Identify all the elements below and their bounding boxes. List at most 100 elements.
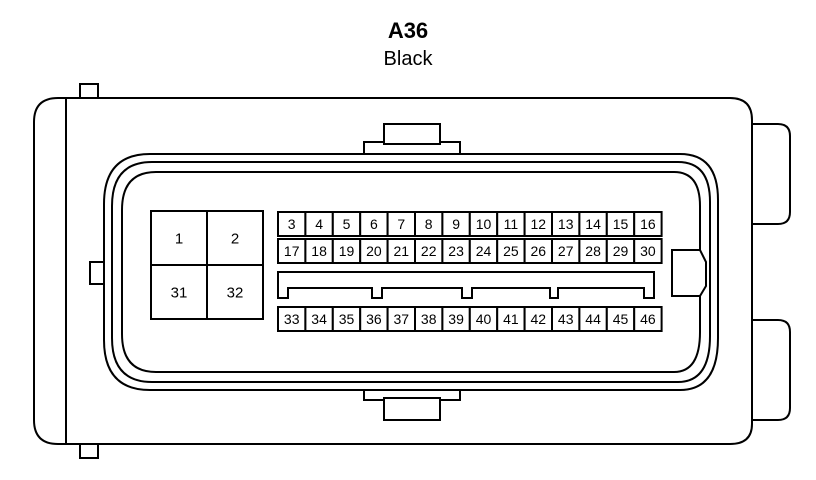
cavity-number: 14 bbox=[585, 216, 601, 232]
cavity-15: 15 bbox=[605, 211, 636, 237]
cavity-16: 16 bbox=[633, 211, 663, 237]
cavity-number: 28 bbox=[585, 243, 601, 259]
cavity-44: 44 bbox=[578, 306, 608, 332]
cavity-number: 27 bbox=[558, 243, 574, 259]
cavity-number: 33 bbox=[284, 311, 300, 327]
top-lock-tab bbox=[383, 123, 441, 145]
cavity-number: 26 bbox=[531, 243, 547, 259]
cavity-number: 39 bbox=[448, 311, 464, 327]
cavity-number: 8 bbox=[425, 216, 433, 232]
cavity-number: 24 bbox=[476, 243, 492, 259]
cavity-24: 24 bbox=[468, 238, 499, 264]
cavity-32: 32 bbox=[206, 264, 264, 320]
cavity-11: 11 bbox=[496, 211, 526, 237]
cavity-30: 30 bbox=[633, 238, 663, 264]
cavity-20: 20 bbox=[359, 238, 389, 264]
cavity-number: 15 bbox=[613, 216, 629, 232]
cavity-26: 26 bbox=[523, 238, 553, 264]
cavity-29: 29 bbox=[605, 238, 636, 264]
cavity-12: 12 bbox=[523, 211, 553, 237]
cavity-45: 45 bbox=[605, 306, 636, 332]
cavity-25: 25 bbox=[496, 238, 526, 264]
cavity-8: 8 bbox=[414, 211, 444, 237]
cavity-42: 42 bbox=[523, 306, 553, 332]
cavity-number: 29 bbox=[613, 243, 629, 259]
cavity-36: 36 bbox=[359, 306, 389, 332]
cavity-number: 13 bbox=[558, 216, 574, 232]
connector-id: A36 bbox=[387, 18, 429, 43]
cavity-9: 9 bbox=[441, 211, 471, 237]
cavity-number: 25 bbox=[503, 243, 519, 259]
cavity-number: 36 bbox=[366, 311, 382, 327]
cavity-number: 44 bbox=[585, 311, 601, 327]
right-tab-bottom bbox=[752, 319, 791, 421]
connector-color: Black bbox=[383, 48, 433, 70]
cavity-33: 33 bbox=[277, 306, 307, 332]
shroud-middle bbox=[111, 161, 711, 383]
cavity-18: 18 bbox=[304, 238, 334, 264]
cavity-37: 37 bbox=[386, 306, 417, 332]
cavity-number: 10 bbox=[476, 216, 492, 232]
cavity-4: 4 bbox=[304, 211, 334, 237]
cavity-number: 7 bbox=[397, 216, 405, 232]
cavity-number: 31 bbox=[171, 284, 188, 301]
cavity-19: 19 bbox=[331, 238, 362, 264]
cavity-28: 28 bbox=[578, 238, 608, 264]
cavity-number: 9 bbox=[452, 216, 460, 232]
cavity-number: 34 bbox=[311, 311, 327, 327]
left-side-peg bbox=[89, 261, 105, 285]
cavity-14: 14 bbox=[578, 211, 608, 237]
cavity-number: 45 bbox=[613, 311, 629, 327]
cavity-41: 41 bbox=[496, 306, 526, 332]
cavity-number: 35 bbox=[339, 311, 355, 327]
cavity-40: 40 bbox=[468, 306, 499, 332]
cavity-number: 43 bbox=[558, 311, 574, 327]
cavity-number: 12 bbox=[531, 216, 547, 232]
cavity-17: 17 bbox=[277, 238, 307, 264]
shroud-inner bbox=[121, 171, 701, 373]
cavity-number: 3 bbox=[288, 216, 296, 232]
cavity-27: 27 bbox=[551, 238, 581, 264]
cavity-number: 17 bbox=[284, 243, 300, 259]
cavity-34: 34 bbox=[304, 306, 334, 332]
cavity-number: 4 bbox=[315, 216, 323, 232]
cavity-number: 41 bbox=[503, 311, 519, 327]
cavity-number: 38 bbox=[421, 311, 437, 327]
cavity-1: 1 bbox=[150, 210, 208, 266]
cavity-6: 6 bbox=[359, 211, 389, 237]
cavity-3: 3 bbox=[277, 211, 307, 237]
cavity-23: 23 bbox=[441, 238, 471, 264]
cavity-5: 5 bbox=[331, 211, 362, 237]
cavity-number: 19 bbox=[339, 243, 355, 259]
right-tab-top bbox=[752, 123, 791, 225]
cavity-number: 23 bbox=[448, 243, 464, 259]
cavity-7: 7 bbox=[386, 211, 417, 237]
cavity-number: 5 bbox=[343, 216, 351, 232]
cavity-10: 10 bbox=[468, 211, 499, 237]
cavity-number: 46 bbox=[640, 311, 656, 327]
cavity-number: 21 bbox=[394, 243, 410, 259]
cavity-39: 39 bbox=[441, 306, 471, 332]
cavity-number: 22 bbox=[421, 243, 437, 259]
cavity-number: 37 bbox=[394, 311, 410, 327]
cavity-number: 1 bbox=[175, 230, 183, 247]
cavity-number: 2 bbox=[231, 230, 239, 247]
cavity-number: 32 bbox=[227, 284, 244, 301]
cavity-35: 35 bbox=[331, 306, 362, 332]
bottom-lock-tab bbox=[383, 397, 441, 421]
shroud-latch bbox=[671, 249, 707, 297]
cavity-21: 21 bbox=[386, 238, 417, 264]
cavity-number: 6 bbox=[370, 216, 378, 232]
cavity-number: 20 bbox=[366, 243, 382, 259]
cavity-number: 30 bbox=[640, 243, 656, 259]
cavity-number: 11 bbox=[504, 216, 519, 232]
cavity-number: 16 bbox=[640, 216, 656, 232]
cavity-31: 31 bbox=[150, 264, 208, 320]
cavity-13: 13 bbox=[551, 211, 581, 237]
cavity-number: 40 bbox=[476, 311, 492, 327]
row-separator bbox=[277, 271, 655, 299]
cavity-46: 46 bbox=[633, 306, 663, 332]
cavity-22: 22 bbox=[414, 238, 444, 264]
